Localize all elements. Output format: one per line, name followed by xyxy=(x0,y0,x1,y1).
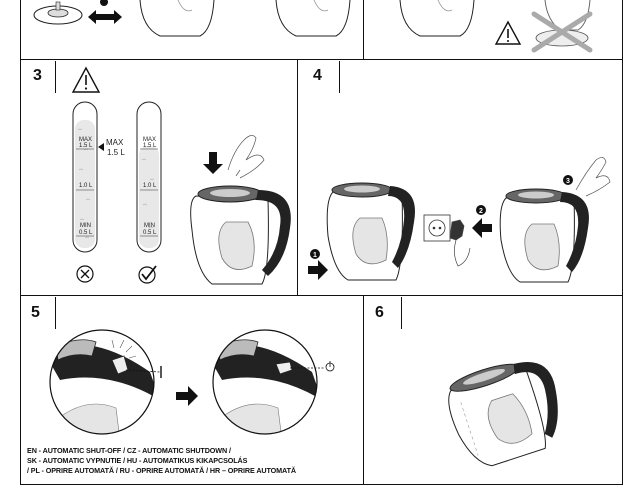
step-1-dot xyxy=(310,249,320,259)
base-icon xyxy=(33,1,83,25)
correct-icon xyxy=(138,265,157,284)
panel-4-number-box xyxy=(299,61,340,93)
arrow-icon xyxy=(203,152,223,174)
tube-left-max: MAX xyxy=(79,137,92,143)
step-dot-icon xyxy=(100,0,108,6)
step-2-label: 2 xyxy=(479,208,483,215)
caption-line: EN - AUTOMATIC SHUT-OFF / CZ - AUTOMATIC… xyxy=(27,446,231,455)
warning-icon xyxy=(71,66,101,93)
panel-5-number-box xyxy=(22,297,56,329)
double-arrow-icon xyxy=(88,10,122,24)
tube-right-min-vol: 0.5 L xyxy=(143,230,157,236)
kettle-icon xyxy=(326,182,415,281)
tube-right-max-vol: 1.5 L xyxy=(143,143,157,149)
arrow-icon xyxy=(176,386,198,406)
panel-5-number: 5 xyxy=(31,304,40,321)
top-strip-illustration xyxy=(33,0,593,53)
tube-left-mid: 1.0 L xyxy=(79,183,93,189)
off-symbol-icon xyxy=(325,361,335,372)
hand-icon xyxy=(575,157,611,197)
step-1-label: 1 xyxy=(313,252,317,259)
max-side-volume: 1.5 L xyxy=(107,148,125,157)
switch-closeup-off xyxy=(213,330,317,434)
hand-icon xyxy=(449,219,471,267)
tube-left-min-vol: 0.5 L xyxy=(79,230,93,236)
wall-socket-icon xyxy=(423,214,451,242)
step-3-label: 3 xyxy=(566,178,570,185)
tube-left-min: MIN xyxy=(80,223,91,229)
tube-right-mid: 1.0 L xyxy=(143,183,157,189)
step-3-dot xyxy=(563,175,573,185)
step-2-dot xyxy=(476,205,486,215)
max-side-label: MAX xyxy=(106,138,124,147)
tube-left-max-vol: 1.5 L xyxy=(79,143,93,149)
caption-line: SK - AUTOMATIC VYPNUTIE / HU - AUTOMATIK… xyxy=(27,456,248,465)
panel-top-right xyxy=(363,0,623,60)
warning-icon xyxy=(494,20,522,45)
panel-3-number: 3 xyxy=(33,67,42,84)
wrong-icon xyxy=(531,11,593,53)
tube-right-max: MAX xyxy=(143,137,156,143)
wrong-icon xyxy=(76,265,94,283)
panel-4-number: 4 xyxy=(313,67,322,84)
caption-line: / PL - OPRIRE AUTOMATĂ / RU - OPRIRE AUT… xyxy=(27,466,296,475)
arrow-icon xyxy=(472,218,492,238)
arrow-icon xyxy=(308,260,328,280)
kettle-icon xyxy=(448,361,558,467)
caption-auto-shutoff: EN - AUTOMATIC SHUT-OFF / CZ - AUTOMATIC… xyxy=(27,446,359,476)
panel-6-number-box xyxy=(365,297,402,329)
tube-right-min: MIN xyxy=(144,223,155,229)
kettle-icon xyxy=(190,185,291,285)
panel-3-number-box xyxy=(22,61,56,93)
kettle-icon xyxy=(499,188,589,283)
max-arrow-icon xyxy=(98,143,104,151)
panel-6-number: 6 xyxy=(375,304,384,321)
hand-icon xyxy=(227,135,265,179)
